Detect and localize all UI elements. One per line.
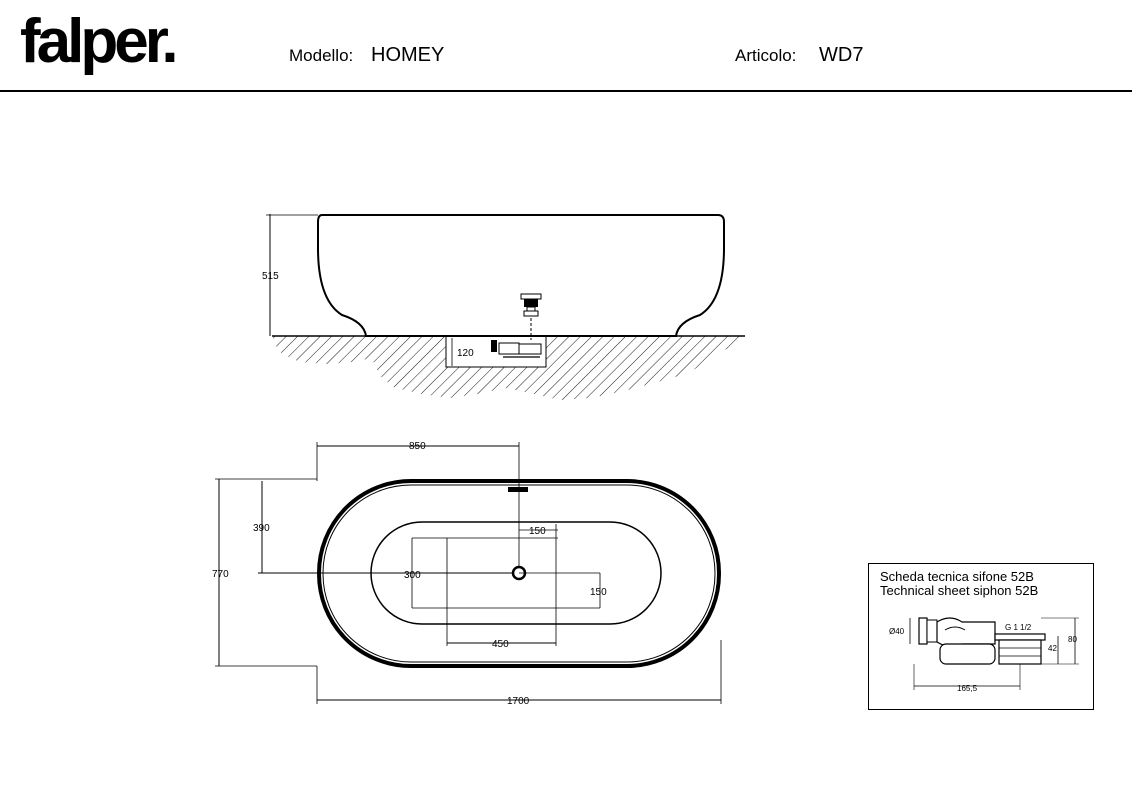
floor-hatch bbox=[272, 336, 745, 400]
siphon-dim-length: 165,5 bbox=[957, 684, 978, 693]
drain-head bbox=[520, 293, 542, 340]
siphon-dim-diameter: Ø40 bbox=[889, 627, 905, 636]
dim-inner-width-450: 450 bbox=[492, 639, 509, 650]
model-value: HOMEY bbox=[371, 44, 445, 66]
dim-half-width-390: 390 bbox=[253, 523, 270, 534]
dim-length-1700: 1700 bbox=[507, 696, 530, 707]
siphon-title-en: Technical sheet siphon 52B bbox=[880, 583, 1039, 598]
dim-half-length-850: 850 bbox=[409, 441, 426, 452]
dim-width-770: 770 bbox=[212, 569, 229, 580]
dim-inner-half-150: 150 bbox=[590, 587, 607, 598]
top-view: 850 770 390 150 300 150 450 1700 bbox=[212, 441, 722, 707]
siphon-dim-inner-height: 42 bbox=[1048, 644, 1057, 653]
overflow bbox=[508, 487, 528, 492]
header-divider bbox=[0, 90, 1132, 92]
siphon-detail: Ø40 G 1 1/2 80 42 165,5 bbox=[889, 617, 1079, 693]
siphon-title-it: Scheda tecnica sifone 52B bbox=[880, 569, 1034, 584]
siphon-dim-height: 80 bbox=[1068, 635, 1077, 644]
article-label: Articolo: bbox=[735, 46, 797, 65]
dim-inner-height-300: 300 bbox=[404, 570, 421, 581]
siphon-sheet-box: Scheda tecnica sifone 52B Technical shee… bbox=[868, 563, 1094, 710]
dim-height-515: 515 bbox=[262, 271, 279, 282]
siphon-dim-thread: G 1 1/2 bbox=[1005, 623, 1032, 632]
header: falper. Modello: HOMEY Articolo: WD7 bbox=[0, 0, 1132, 92]
side-view: 515 120 bbox=[262, 214, 745, 400]
article-value: WD7 bbox=[819, 44, 864, 66]
brand-logo: falper. bbox=[20, 7, 179, 76]
siphon-side bbox=[491, 340, 542, 358]
tub-side-profile bbox=[317, 214, 725, 337]
dim-drain-offset-150: 150 bbox=[529, 526, 546, 537]
dim-drain-depth-120: 120 bbox=[457, 348, 474, 359]
model-label: Modello: bbox=[289, 46, 354, 65]
